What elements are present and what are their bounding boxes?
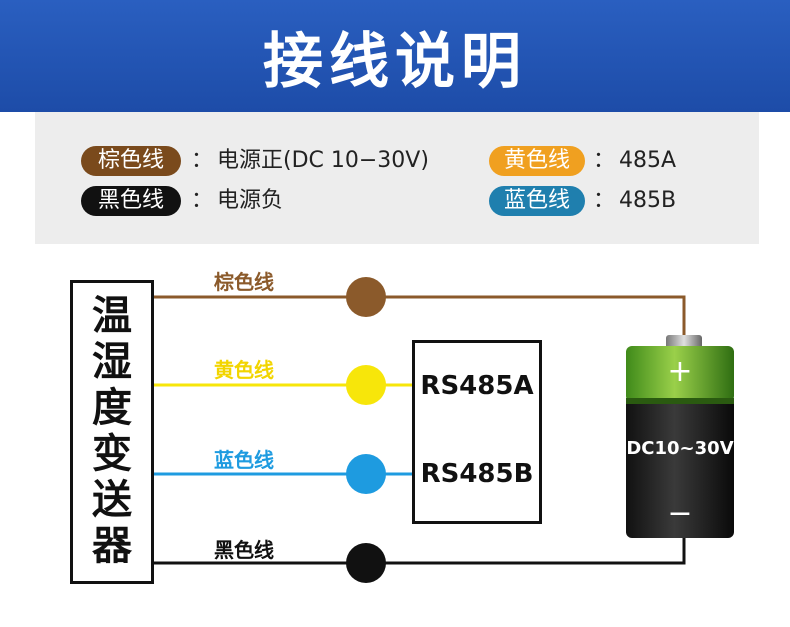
legend-desc-yellow: 485A — [619, 148, 677, 173]
legend-desc-brown: 电源正(DC 10−30V) — [217, 148, 429, 173]
legend-sep-black: ： — [191, 188, 214, 213]
device-name-char-6: 器 — [92, 523, 132, 569]
legend-tag-yellow: 黄色线 — [489, 146, 585, 176]
device-name-char-5: 送 — [92, 477, 132, 523]
rs485a-label: RS485A — [420, 371, 534, 401]
battery-voltage-label: DC10~30V — [626, 438, 734, 459]
legend-sep-brown: ： — [191, 148, 214, 173]
page-title: 接线说明 — [263, 26, 527, 97]
brown-wire-node — [346, 277, 386, 317]
battery — [626, 335, 734, 538]
rs485-box: RS485A RS485B — [412, 340, 542, 524]
legend-tag-black: 黑色线 — [81, 186, 181, 216]
legend-desc-black: 电源负 — [217, 188, 284, 213]
device-name-char-3: 度 — [92, 385, 132, 431]
legend-tag-blue: 蓝色线 — [489, 186, 585, 216]
legend-tag-brown: 棕色线 — [81, 146, 181, 176]
battery-plus-sign: + — [667, 354, 693, 389]
battery-minus-sign: − — [667, 496, 693, 531]
yellow-wire-label: 黄色线 — [214, 358, 274, 382]
transmitter-box: 温 湿 度 变 送 器 — [70, 280, 154, 584]
device-name-char-4: 变 — [92, 431, 132, 477]
legend-desc-blue: 485B — [619, 188, 677, 213]
brown-wire — [154, 295, 686, 340]
legend-sep-yellow: ： — [593, 148, 616, 173]
wire-legend: 棕色线 ： 电源正(DC 10−30V) 黑色线 ： 电源负 黄色线 ： 485… — [35, 112, 759, 244]
black-wire — [154, 536, 686, 565]
device-name-char-2: 湿 — [92, 339, 132, 385]
device-name-char-1: 温 — [92, 293, 132, 339]
yellow-wire-node — [346, 365, 386, 405]
brown-wire-label: 棕色线 — [214, 270, 274, 294]
black-wire-label: 黑色线 — [214, 538, 274, 562]
legend-sep-blue: ： — [593, 188, 616, 213]
blue-wire-node — [346, 454, 386, 494]
blue-wire-label: 蓝色线 — [214, 448, 274, 472]
rs485b-label: RS485B — [420, 459, 534, 489]
header-bar: 接线说明 — [0, 0, 790, 112]
black-wire-node — [346, 543, 386, 583]
